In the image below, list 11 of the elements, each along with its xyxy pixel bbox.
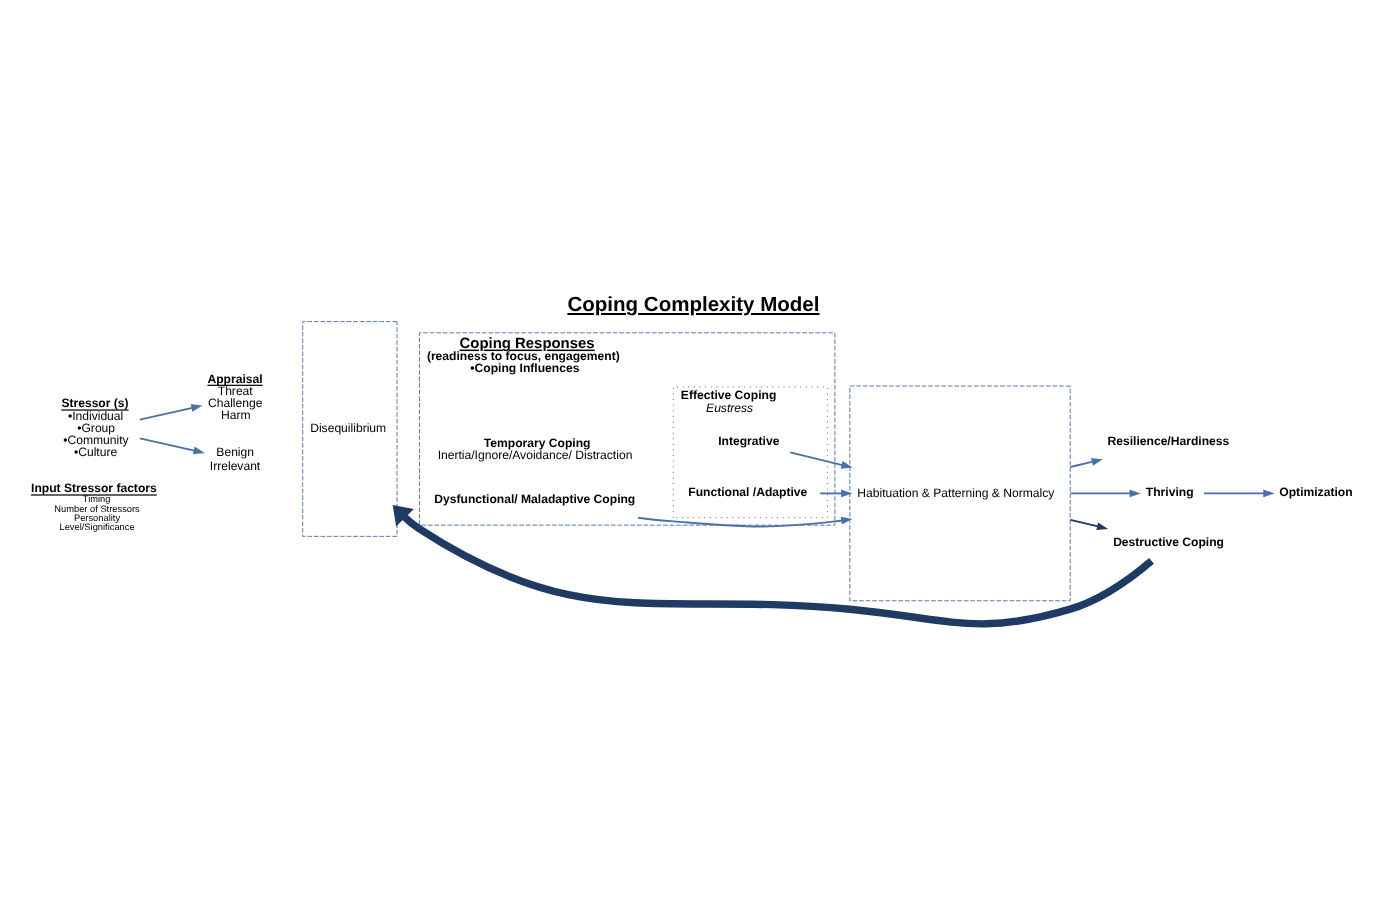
arrow [637,516,853,528]
arrow [819,489,853,498]
arrow [1069,518,1109,531]
arrow [392,505,1154,628]
arrow [1203,489,1275,498]
arrow [789,451,853,469]
arrow [138,404,203,421]
diagram-title: Coping Complexity Model [567,294,820,317]
arrow [1069,489,1141,498]
arrow [1069,458,1103,468]
arrow [138,437,205,455]
